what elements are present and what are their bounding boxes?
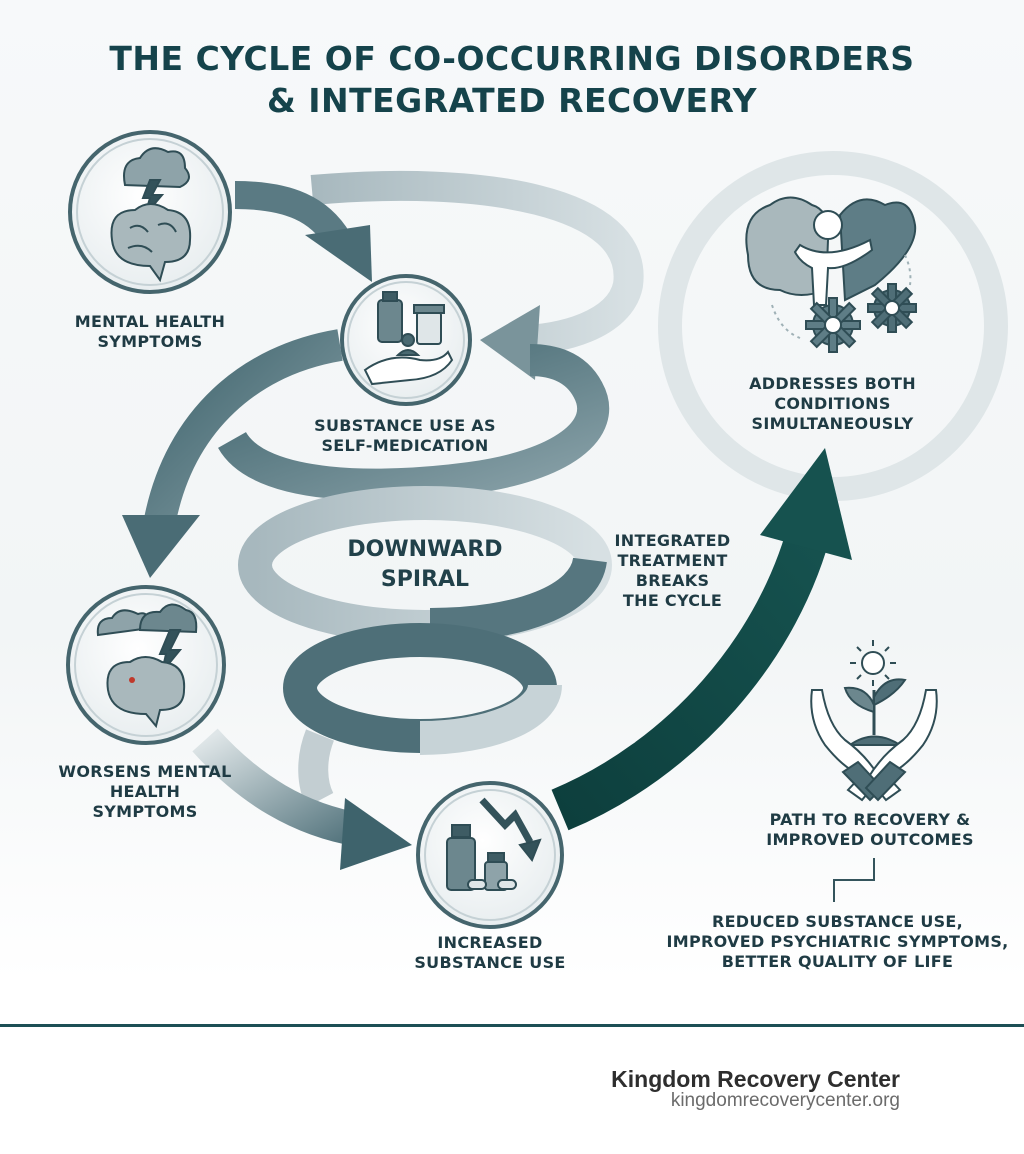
brain-heart-gears-icon bbox=[745, 196, 917, 353]
footer bbox=[0, 1027, 1024, 1154]
footer-divider bbox=[0, 1024, 1024, 1027]
label-increased-use-line-1: INCREASED bbox=[437, 933, 543, 952]
label-integrated-line-4: THE CYCLE bbox=[622, 591, 723, 610]
label-outcomes-line-1: REDUCED SUBSTANCE USE, bbox=[711, 912, 964, 931]
label-path-recovery-line-2: IMPROVED OUTCOMES bbox=[766, 830, 974, 849]
footer-brand: Kingdom Recovery Center bbox=[611, 1066, 900, 1092]
label-worsens-symptoms: WORSENS MENTAL HEALTH SYMPTOMS bbox=[40, 762, 250, 822]
label-self-medication-line-1: SUBSTANCE USE AS bbox=[314, 416, 496, 435]
label-outcomes: REDUCED SUBSTANCE USE, IMPROVED PSYCHIAT… bbox=[660, 912, 1015, 972]
label-path-recovery-line-1: PATH TO RECOVERY & bbox=[769, 810, 971, 829]
heavy-storm-brain-icon bbox=[96, 603, 198, 729]
label-integrated-line-1: INTEGRATED bbox=[614, 531, 731, 550]
label-path-to-recovery: PATH TO RECOVERY & IMPROVED OUTCOMES bbox=[745, 810, 995, 850]
label-outcomes-line-3: BETTER QUALITY OF LIFE bbox=[721, 952, 954, 971]
label-increased-use: INCREASED SUBSTANCE USE bbox=[390, 933, 590, 973]
arrow-worsens-to-increased-head bbox=[340, 798, 412, 870]
arrow-substance-to-worsens-head bbox=[122, 515, 200, 578]
arrow-integrated-treatment bbox=[551, 514, 834, 831]
arrow-mental-to-substance bbox=[234, 181, 351, 248]
label-mental-health-line-2: SYMPTOMS bbox=[97, 332, 203, 351]
label-addresses-both-line-1: ADDRESSES BOTH bbox=[749, 374, 916, 393]
storm-brain-icon bbox=[110, 147, 192, 283]
arrow-integrated-treatment-head bbox=[760, 448, 852, 560]
hands-plant-sun-icon bbox=[810, 640, 938, 802]
label-self-medication: SUBSTANCE USE AS SELF-MEDICATION bbox=[300, 416, 510, 456]
spiral-loop-lower-light bbox=[419, 682, 562, 755]
cycle-diagram bbox=[66, 130, 1008, 929]
label-worsens-line-2: HEALTH bbox=[109, 782, 181, 801]
arrow-worsens-to-increased bbox=[192, 728, 364, 847]
page-title: THE CYCLE OF CO-OCCURRING DISORDERS & IN… bbox=[0, 38, 1024, 122]
arrow-mental-to-substance-head bbox=[305, 225, 372, 282]
label-addresses-both-line-2: CONDITIONS bbox=[774, 394, 891, 413]
outcome-connector bbox=[833, 858, 875, 902]
label-self-medication-line-2: SELF-MEDICATION bbox=[321, 436, 489, 455]
label-mental-health-line-1: MENTAL HEALTH bbox=[74, 312, 226, 331]
label-integrated-line-2: TREATMENT bbox=[617, 551, 728, 570]
label-spiral-line-2: SPIRAL bbox=[380, 567, 470, 592]
label-integrated-line-3: BREAKS bbox=[635, 571, 710, 590]
spiral-loop-upper bbox=[218, 344, 610, 501]
title-line-1: THE CYCLE OF CO-OCCURRING DISORDERS bbox=[109, 39, 915, 78]
medicine-hand-icon bbox=[363, 291, 454, 386]
label-worsens-line-3: SYMPTOMS bbox=[92, 802, 198, 821]
spiral-arrowhead-top bbox=[480, 305, 540, 380]
label-spiral-line-1: DOWNWARD bbox=[347, 537, 503, 562]
label-outcomes-line-2: IMPROVED PSYCHIATRIC SYMPTOMS, bbox=[666, 932, 1009, 951]
label-integrated-treatment: INTEGRATED TREATMENT BREAKS THE CYCLE bbox=[600, 531, 745, 611]
spiral-tail bbox=[298, 729, 335, 808]
bottles-down-arrow-icon bbox=[446, 797, 542, 891]
spiral-loop-middle-front bbox=[429, 556, 607, 642]
label-downward-spiral: DOWNWARD SPIRAL bbox=[320, 535, 530, 595]
arrow-substance-to-worsens bbox=[144, 329, 343, 524]
label-increased-use-line-2: SUBSTANCE USE bbox=[414, 953, 566, 972]
label-addresses-both-line-3: SIMULTANEOUSLY bbox=[751, 414, 914, 433]
label-addresses-both: ADDRESSES BOTH CONDITIONS SIMULTANEOUSLY bbox=[720, 374, 945, 434]
label-worsens-line-1: WORSENS MENTAL bbox=[58, 762, 232, 781]
label-mental-health-symptoms: MENTAL HEALTH SYMPTOMS bbox=[45, 312, 255, 352]
footer-url[interactable]: kingdomrecoverycenter.org bbox=[670, 1090, 900, 1111]
title-line-2: & INTEGRATED RECOVERY bbox=[266, 81, 758, 120]
spiral-loop-top-back bbox=[310, 170, 644, 355]
